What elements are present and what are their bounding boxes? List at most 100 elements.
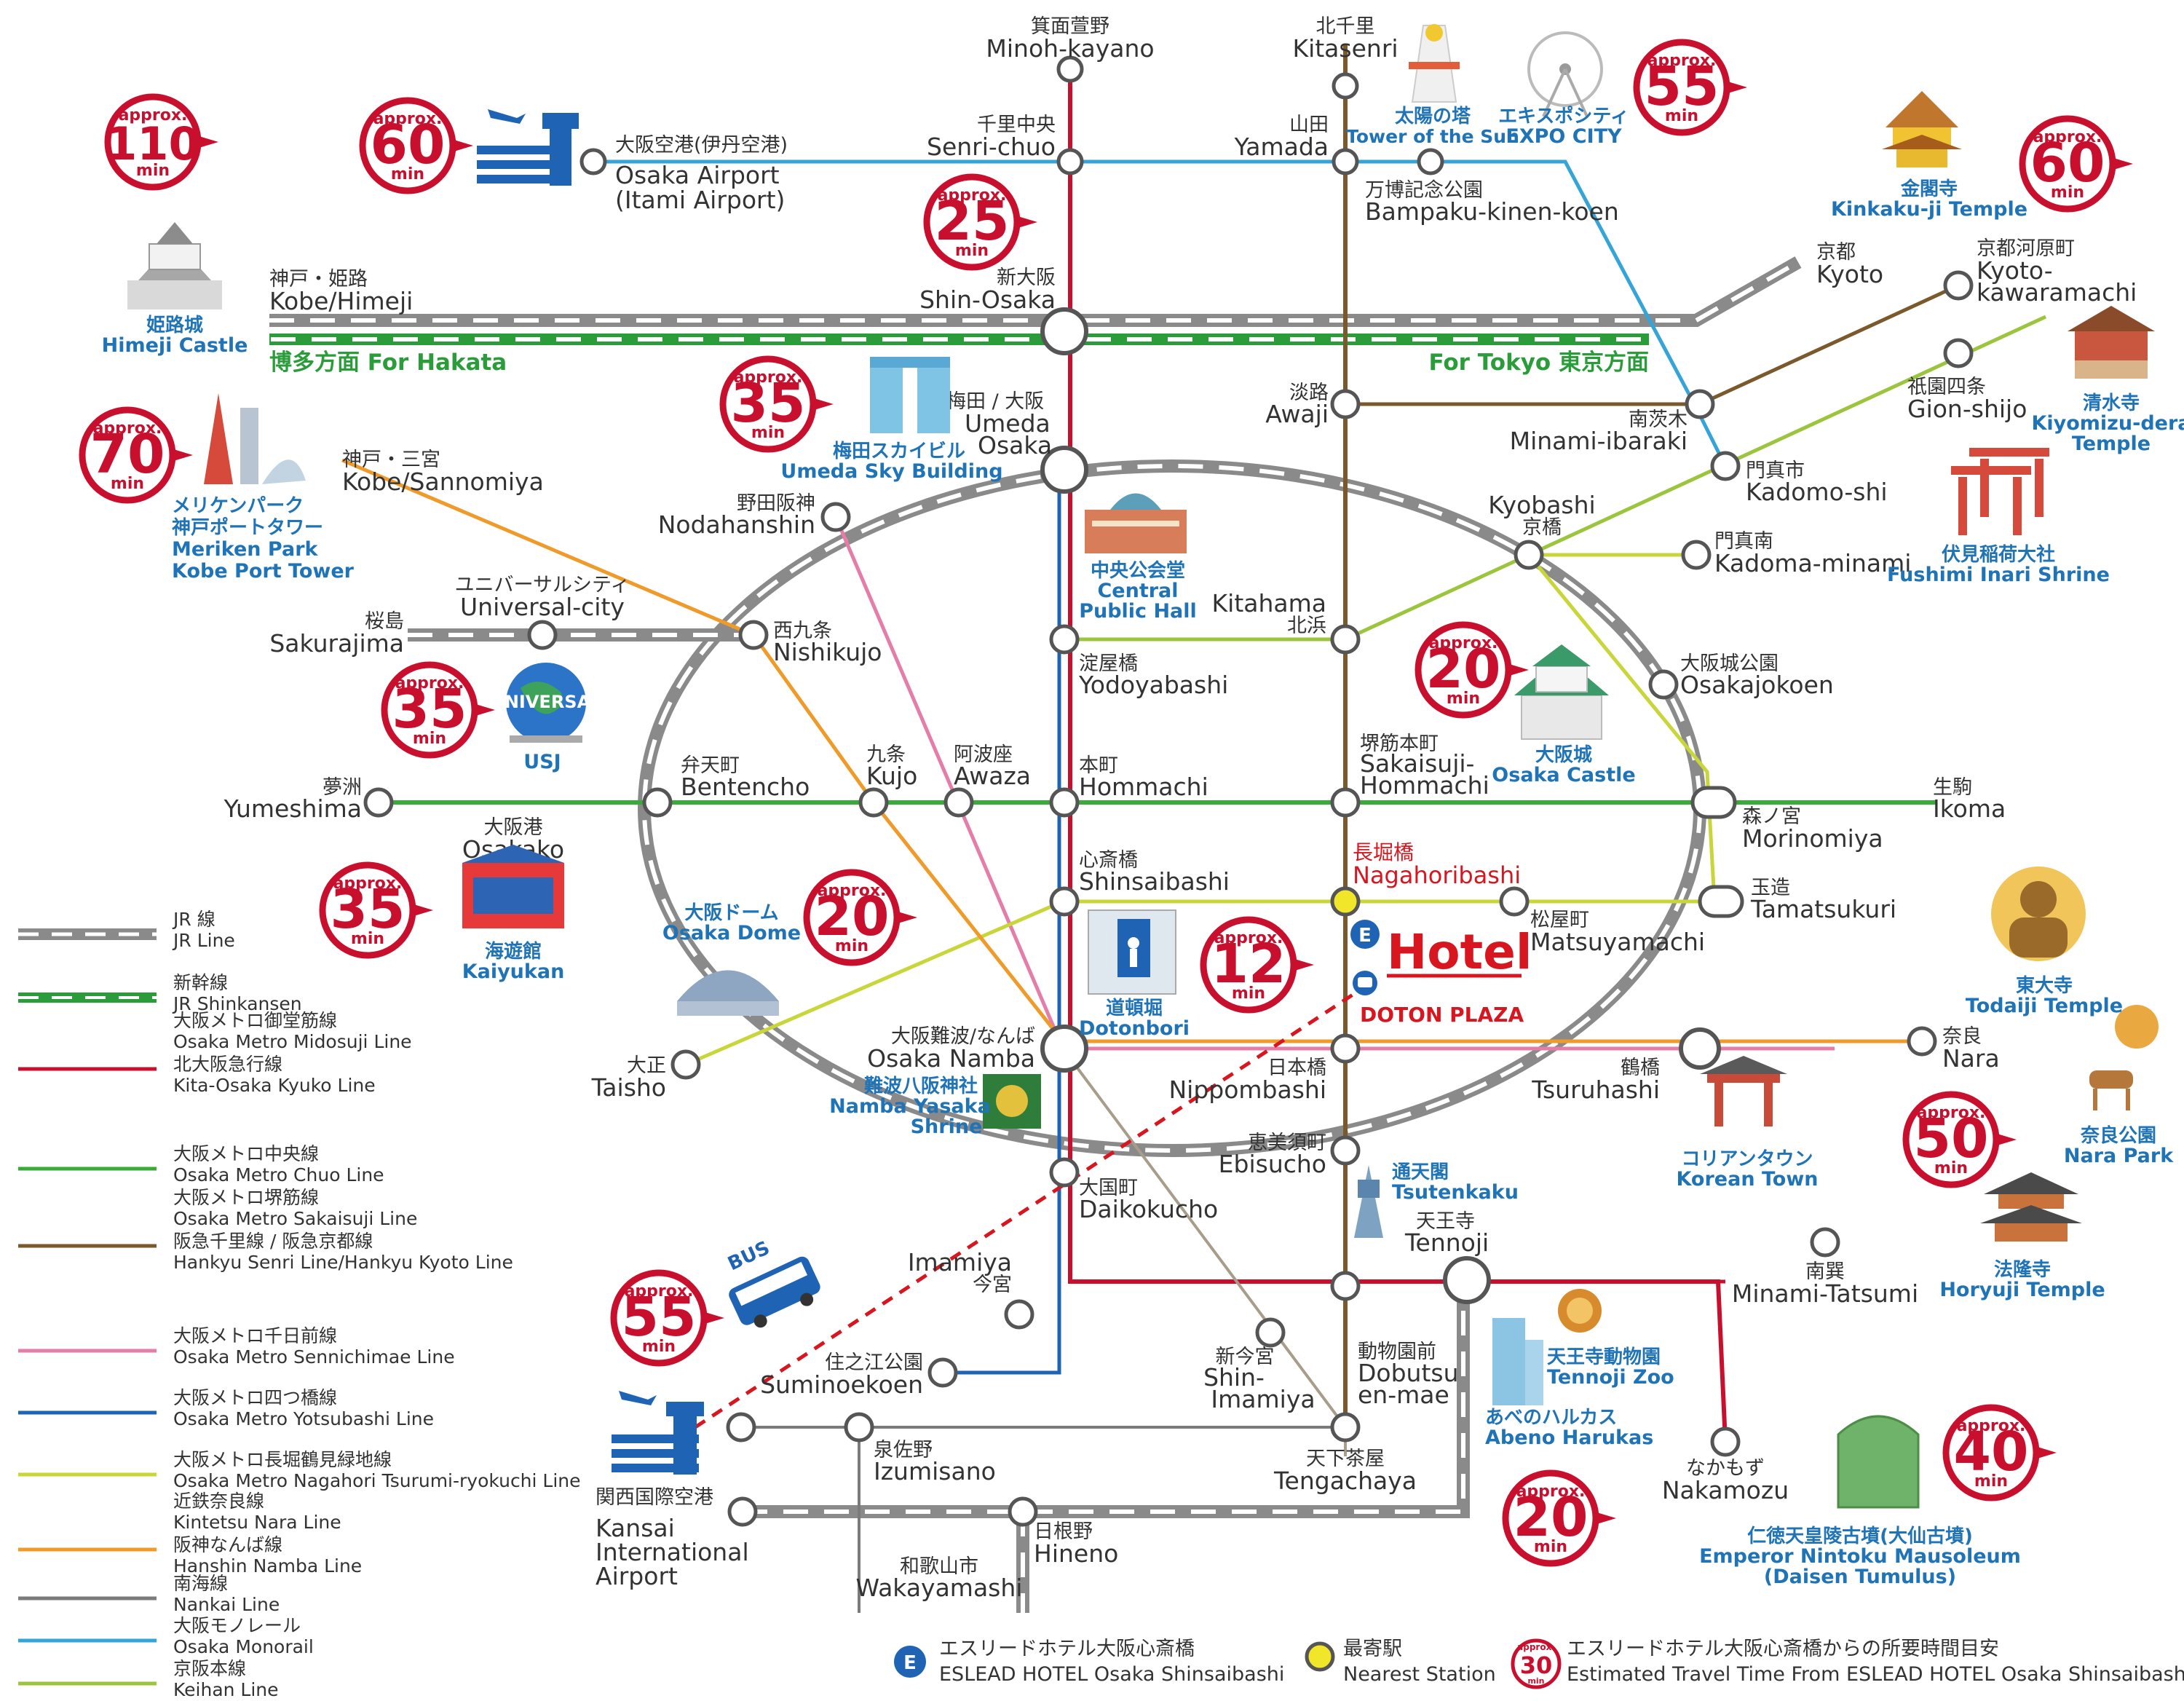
hotel-label[interactable]: Hotel [1387,924,1532,980]
footer-badge: approx. 30 min [1511,1638,1562,1689]
station-marker[interactable] [1443,1256,1491,1304]
station-marker[interactable] [642,787,673,818]
spot-jp: 大阪ドーム [684,902,778,924]
station-marker[interactable] [1685,389,1715,419]
station-marker[interactable] [927,1357,958,1388]
station-marker[interactable] [726,1412,756,1443]
station-en: Wakayamashi [856,1574,1023,1602]
station-en: Nara [1942,1044,2000,1073]
station-en: Minami-Tatsumi [1732,1279,1918,1308]
station-jp: 和歌山市 [900,1555,978,1578]
station-marker[interactable] [527,620,558,650]
station-marker[interactable] [1330,1033,1361,1064]
station-marker[interactable] [1710,1426,1741,1457]
nearest-station-marker[interactable] [1330,886,1361,917]
station-en: Osakajokoen [1680,671,1834,699]
station-marker[interactable] [1056,55,1084,83]
badge-approx: approx. [1429,634,1498,652]
station-marker[interactable] [1690,786,1737,819]
station-en: Kobe/Sannomiya [342,467,544,496]
station-jp: 森ノ宮 [1742,805,1801,828]
station-en: kawaramachi [1977,278,2137,307]
footer-hotel-jp: エスリードホテル大阪心斎橋 [939,1638,1195,1660]
badge-approx: approx. [93,419,162,438]
station-jp: 大阪城公園 [1680,652,1779,675]
globe-icon: NIVERSA [505,663,591,743]
station-marker[interactable] [1810,1227,1840,1258]
station-marker[interactable] [1004,1299,1034,1330]
station-marker[interactable] [738,620,769,650]
station-marker[interactable] [363,787,394,818]
station-marker[interactable] [1648,669,1679,700]
station-marker[interactable] [1049,787,1080,818]
station-marker[interactable] [858,787,889,818]
station-jp: 夢洲 [323,776,362,799]
station-marker[interactable] [1056,148,1084,175]
station-marker[interactable] [727,1496,758,1527]
station-marker[interactable] [1330,1135,1361,1166]
station-en[interactable]: Nagahoribashi [1353,861,1521,889]
station-marker[interactable] [579,148,607,175]
legend-jp: 大阪メトロ四つ橋線 [173,1387,337,1408]
station-marker[interactable] [1330,1412,1361,1443]
station-en: Morinomiya [1742,824,1883,853]
station-jp: 本町 [1079,754,1118,777]
station-marker[interactable] [1255,1317,1286,1348]
station-jp: 北千里 [1316,15,1375,38]
station-marker[interactable] [1907,1026,1937,1057]
spot-jp: 清水寺 [2083,392,2140,414]
legend-en: Kintetsu Nara Line [173,1512,341,1533]
station-marker[interactable] [1040,1025,1088,1073]
buddha-icon [1991,867,2086,961]
station-marker[interactable] [1330,1271,1361,1301]
ferris-wheel-icon [1527,31,1603,117]
spot-jp: 大阪城 [1535,744,1592,766]
svg-text:min: min [1527,1676,1544,1686]
station-marker[interactable] [1332,72,1359,100]
spot-en: Temple [2072,433,2151,455]
station-marker[interactable] [1049,886,1080,917]
spot-jp: コリアンタウン [1682,1148,1813,1170]
legend-en: Osaka Metro Sennichimae Line [173,1346,455,1367]
badge-approx: approx. [734,368,803,387]
station-jp: 新大阪 [997,267,1056,289]
station-marker[interactable] [1514,540,1544,570]
station-marker[interactable] [1698,885,1744,918]
station-marker[interactable] [1330,787,1361,818]
station-marker[interactable] [844,1412,874,1443]
station-marker[interactable] [820,502,851,532]
station-marker[interactable] [1499,886,1530,917]
station-marker[interactable] [943,787,974,818]
station-marker[interactable] [1332,148,1359,175]
station-en: Tamatsukuri [1750,895,1896,923]
station-marker[interactable] [1040,307,1088,355]
hotel-marker[interactable]: E Hotel DOTON PLAZA [1350,920,1532,1027]
station-en: Sakaisuji- [1360,749,1474,778]
station-marker[interactable] [1049,1157,1080,1188]
station-marker[interactable] [1040,446,1088,494]
station-marker[interactable] [1330,389,1361,419]
port-tower-icon [204,393,306,484]
station-marker[interactable] [670,1049,701,1080]
station-jp[interactable]: 長堀橋 [1353,840,1414,864]
spot-en: Kaiyukan [462,960,565,983]
station-jp: 動物園前 [1358,1341,1436,1363]
station-marker[interactable] [1943,338,1974,368]
station-marker[interactable] [1049,624,1080,655]
footer-hotel-icon [894,1646,926,1678]
station-marker[interactable] [1943,270,1974,301]
kansai-airport-icon [612,1391,704,1475]
station-marker[interactable] [1681,540,1712,570]
station-jp: 奈良 [1942,1025,1982,1048]
station-marker[interactable] [1417,148,1444,175]
station-marker[interactable] [1330,624,1361,655]
station-marker[interactable] [1008,1496,1038,1527]
badge-minutes: 55 [622,1286,697,1349]
station-marker[interactable] [1710,451,1741,481]
bus-stop-label[interactable]: DOTON PLAZA [1360,1003,1524,1027]
badge-minutes: 25 [935,190,1010,253]
station-marker[interactable] [1679,1027,1721,1070]
